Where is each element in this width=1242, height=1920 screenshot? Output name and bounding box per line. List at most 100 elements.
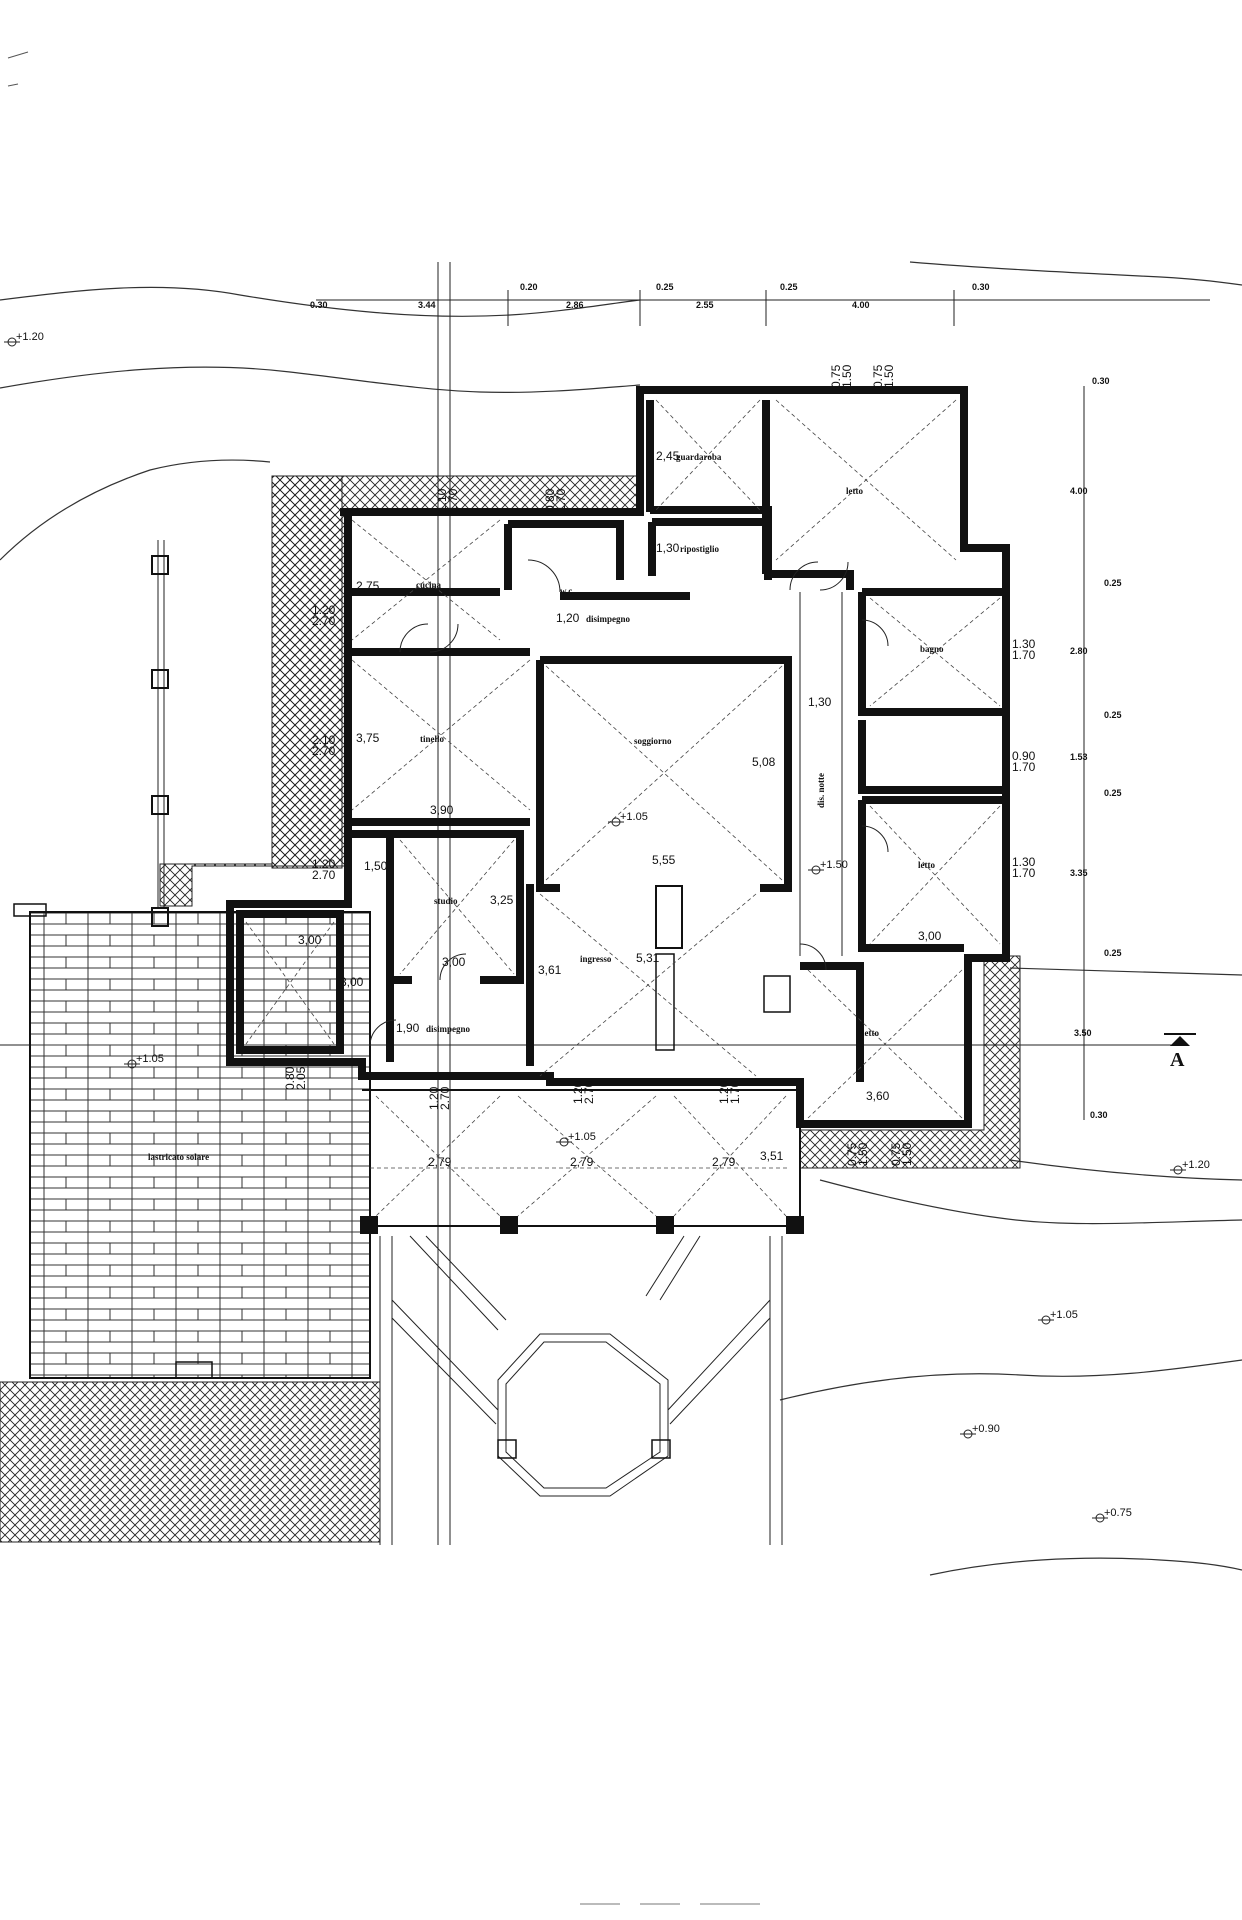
section-label: A [1170, 1049, 1185, 1071]
opening-top-1: 1.101.70 [435, 488, 460, 512]
room-ripostiglio: ripostiglio [680, 544, 720, 554]
top-dimension-chain: 0.30 3.44 0.20 2.86 0.25 2.55 0.25 4.00 … [310, 282, 1210, 326]
opening-bottom-6: 0.751.50 [889, 1142, 914, 1166]
room-disimpegno-top: disimpegno [586, 614, 631, 624]
paved-terrace [13, 903, 371, 1379]
room-soggiorno: soggiorno [634, 736, 672, 746]
svg-text:+1.05: +1.05 [568, 1131, 596, 1143]
svg-text:+1.50: +1.50 [820, 859, 848, 871]
room-labels: cucina w.c. ripostiglio guardaroba letto… [148, 452, 944, 1162]
svg-text:+0.75: +0.75 [1104, 1507, 1132, 1519]
dim-portico-1: 2,79 [428, 1155, 452, 1169]
room-dimensions: 2,45 1,30 2,75 1,20 3,75 3,90 5,08 5,55 … [298, 449, 942, 1169]
opening-bottom-2: 1.202.70 [427, 1086, 452, 1110]
vault-patterns [245, 399, 1001, 1217]
dim-portico-4: 3,51 [760, 1149, 784, 1163]
dim-stair-1: 3,00 [298, 933, 322, 947]
dim-soggiorno-l: 5,55 [652, 853, 676, 867]
portico [360, 1089, 804, 1234]
pergola-posts [151, 540, 169, 927]
dim-ingresso-w: 3,61 [538, 963, 562, 977]
dim-top-6: 0.25 [780, 282, 798, 292]
garden-octagon [379, 1235, 783, 1545]
elevation-6: +1.20 [1170, 1159, 1210, 1175]
dim-portico-3: 2,79 [712, 1155, 736, 1169]
room-bagno: bagno [920, 644, 944, 654]
dim-top-4: 0.25 [656, 282, 674, 292]
dim-right-9: 3.50 [1074, 1028, 1092, 1038]
dim-letto-bottom: 3,60 [866, 1089, 890, 1103]
dim-tinello-l: 3,90 [430, 803, 454, 817]
opening-bottom-5: 0.751.50 [845, 1142, 870, 1166]
section-marker: A [1164, 1033, 1196, 1071]
dim-top-7: 4.00 [852, 300, 870, 310]
dim-right-10: 0.30 [1090, 1110, 1108, 1120]
dim-right-3: 2.80 [1070, 646, 1088, 656]
room-letto-bottom: letto [862, 1028, 879, 1038]
right-dimension-chain: 0.30 4.00 0.25 2.80 0.25 1.53 0.25 3.35 … [1070, 376, 1122, 1120]
terrain-contours [0, 261, 1242, 1576]
dim-ripostiglio: 1,30 [656, 541, 680, 555]
dim-portico-2: 2,79 [570, 1155, 594, 1169]
dim-right-4: 0.25 [1104, 710, 1122, 720]
dim-right-1: 4.00 [1070, 486, 1088, 496]
elevation-3: +1.05 [608, 811, 648, 827]
dim-guardaroba: 2,45 [656, 449, 680, 463]
svg-text:+1.05: +1.05 [620, 811, 648, 823]
elevation-7: +1.05 [1038, 1309, 1078, 1325]
room-wc: w.c. [560, 586, 575, 596]
dim-studio-w: 1,50 [364, 859, 388, 873]
dim-right-7: 3.35 [1070, 868, 1088, 878]
opening-top-4: 0.751.50 [871, 364, 896, 388]
dim-top-5: 2.55 [696, 300, 714, 310]
elevation-4: +1.50 [808, 859, 848, 875]
dim-studio-h: 3,25 [490, 893, 514, 907]
dim-dis-top: 1,20 [556, 611, 580, 625]
svg-text:+1.05: +1.05 [136, 1053, 164, 1065]
dim-right-0: 0.30 [1092, 376, 1110, 386]
room-studio: studio [434, 896, 458, 906]
room-cucina: cucina [416, 580, 442, 590]
room-letto-top: letto [846, 486, 863, 496]
scan-marks [7, 51, 29, 87]
door-swings [369, 559, 889, 1047]
room-guardaroba: guardaroba [676, 452, 722, 462]
opening-bottom-3: 1.202.70 [571, 1080, 596, 1104]
corridor [655, 592, 843, 1051]
room-tinello: tinello [420, 734, 444, 744]
dim-ingresso-l: 5,31 [636, 951, 660, 965]
room-disimpegno-bottom: disimpegno [426, 1024, 471, 1034]
opening-top-2: 0.801.70 [543, 488, 568, 512]
dim-top-1: 3.44 [418, 300, 436, 310]
dim-right-6: 0.25 [1104, 788, 1122, 798]
dim-right-2: 0.25 [1104, 578, 1122, 588]
hatched-terraces [0, 475, 1021, 1543]
dim-tinello-w: 3,75 [356, 731, 380, 745]
dim-dis-notte: 1,30 [808, 695, 832, 709]
elevation-1: +1.20 [4, 331, 44, 347]
dim-top-8: 0.30 [972, 282, 990, 292]
svg-text:+1.20: +1.20 [1182, 1159, 1210, 1171]
dim-top-0: 0.30 [310, 300, 328, 310]
dim-dis-bottom: 1,90 [396, 1021, 420, 1035]
elevation-markers: +1.20 +1.05 +1.05 +1.50 +1.05 +1.20 +1.0… [4, 331, 1210, 1523]
room-ingresso: ingresso [580, 954, 612, 964]
opening-top-3: 0.751.50 [829, 364, 854, 388]
room-lastricato: lastricato solare [148, 1152, 209, 1162]
dim-letto-mid: 3,00 [918, 929, 942, 943]
dim-soggiorno-h: 5,08 [752, 755, 776, 769]
elevation-2: +1.05 [124, 1053, 164, 1069]
opening-bottom-4: 1.201.70 [717, 1080, 742, 1104]
svg-text:+1.05: +1.05 [1050, 1309, 1078, 1321]
dim-cucina: 2,75 [356, 579, 380, 593]
dim-stair-2: 3,00 [340, 975, 364, 989]
walls [226, 386, 1010, 1128]
dim-top-3: 2.86 [566, 300, 584, 310]
